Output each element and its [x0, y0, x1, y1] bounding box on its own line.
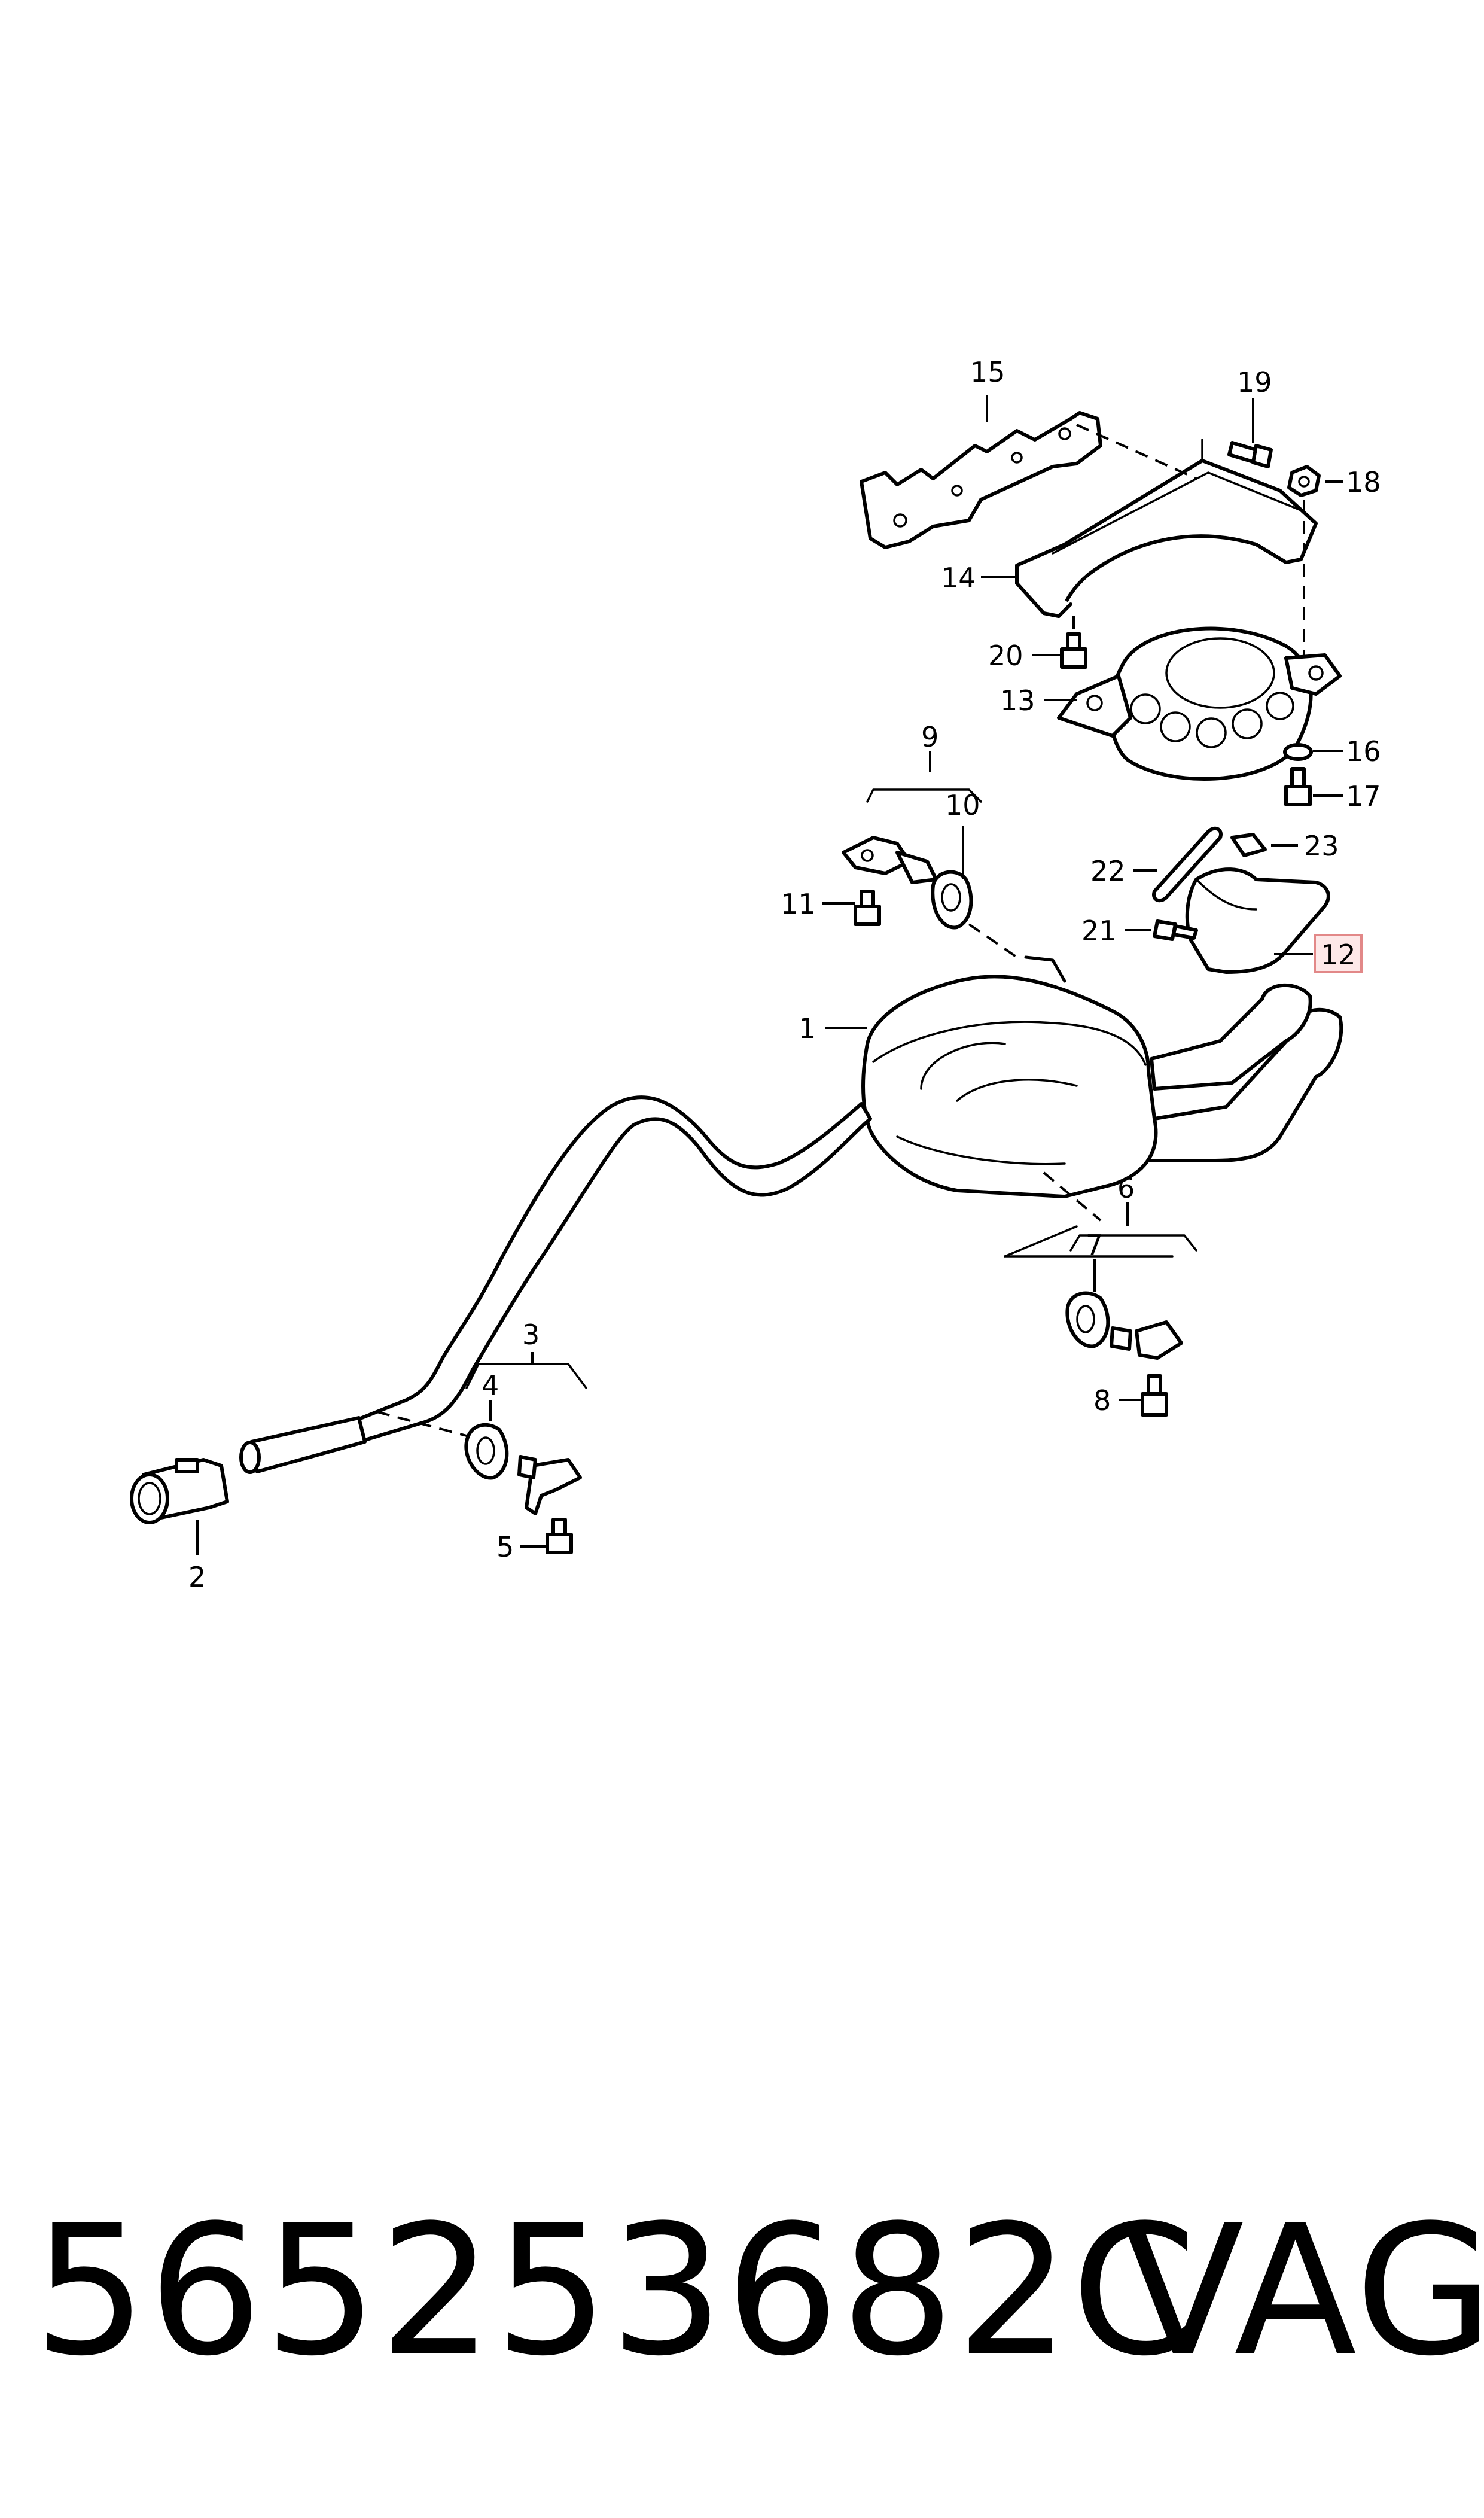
callout-20: 20 — [988, 640, 1023, 672]
clamp-2 — [130, 1458, 229, 1524]
part-number: 565253682C — [33, 2187, 1198, 2395]
callout-6: 6 — [1117, 1172, 1135, 1204]
bracket-3 — [517, 1455, 582, 1515]
callout-16: 16 — [1346, 735, 1381, 768]
bracket-plate-15 — [860, 411, 1102, 549]
callout-9: 9 — [921, 721, 938, 753]
bolt-11 — [854, 890, 881, 926]
leader-lines — [196, 395, 1343, 1555]
callout-10: 10 — [945, 789, 980, 821]
rubber-mount-7 — [1065, 1291, 1110, 1348]
callout-17: 17 — [1346, 780, 1381, 812]
bolt-5 — [546, 1518, 573, 1554]
bolt-17 — [1284, 767, 1312, 806]
callout-7: 7 — [1086, 1229, 1103, 1261]
callout-3: 3 — [522, 1319, 540, 1351]
callout-12: 12 — [1321, 939, 1356, 971]
clip-23 — [1230, 833, 1267, 857]
callout-11: 11 — [781, 888, 816, 920]
callout-2: 2 — [188, 1561, 206, 1593]
exhaust-pipe — [239, 1095, 872, 1474]
nut-18 — [1287, 465, 1321, 497]
callout-15: 15 — [970, 356, 1005, 388]
callout-18: 18 — [1346, 466, 1381, 498]
bolt-20 — [1060, 632, 1087, 669]
callout-21: 21 — [1081, 915, 1117, 947]
callout-14: 14 — [941, 562, 976, 594]
tailpipe-trim-12 — [1185, 867, 1330, 974]
hanger-bracket-9 — [842, 788, 982, 884]
bolt-8 — [1141, 1374, 1168, 1417]
callout-4: 4 — [482, 1369, 499, 1402]
bolt-21 — [1153, 919, 1198, 941]
callout-13: 13 — [1000, 684, 1035, 717]
rubber-mount-4 — [464, 1423, 509, 1480]
brand-label: VAG — [1122, 2187, 1484, 2395]
callout-8: 8 — [1093, 1384, 1111, 1417]
highlight-box-12 — [1314, 934, 1363, 973]
hanger-3 — [465, 1363, 587, 1389]
callout-19: 19 — [1237, 366, 1272, 398]
strap-22 — [1152, 826, 1223, 903]
washer-16 — [1283, 743, 1313, 761]
callout-22: 22 — [1090, 855, 1126, 887]
hanger-6 — [1004, 1225, 1197, 1258]
callout-1: 1 — [799, 1012, 816, 1045]
bolt-19 — [1227, 441, 1273, 468]
callout-23: 23 — [1304, 830, 1339, 862]
rubber-mount-10 — [931, 870, 973, 930]
rear-silencer-1 — [861, 975, 1343, 1198]
bracket-6 — [1110, 1320, 1183, 1360]
callout-5: 5 — [496, 1531, 514, 1563]
resonator-13 — [1057, 626, 1342, 781]
